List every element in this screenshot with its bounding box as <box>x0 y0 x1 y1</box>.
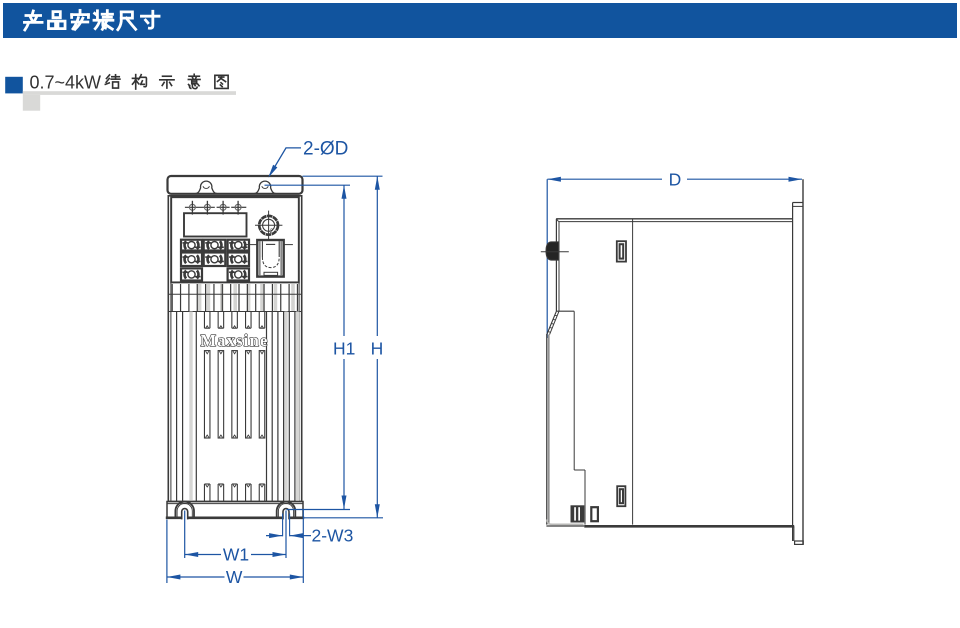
svg-text:H1: H1 <box>333 339 355 359</box>
svg-text:Maxsine: Maxsine <box>201 331 269 350</box>
svg-text:2: 2 <box>270 228 274 235</box>
svg-text:H: H <box>371 339 384 359</box>
svg-text:0.7~4kW: 0.7~4kW <box>30 73 102 93</box>
svg-text:W: W <box>226 567 243 587</box>
svg-text:2-W3: 2-W3 <box>312 525 354 545</box>
svg-text:W1: W1 <box>223 544 249 564</box>
svg-text:2-ØD: 2-ØD <box>303 139 348 160</box>
svg-text:D: D <box>669 169 682 189</box>
